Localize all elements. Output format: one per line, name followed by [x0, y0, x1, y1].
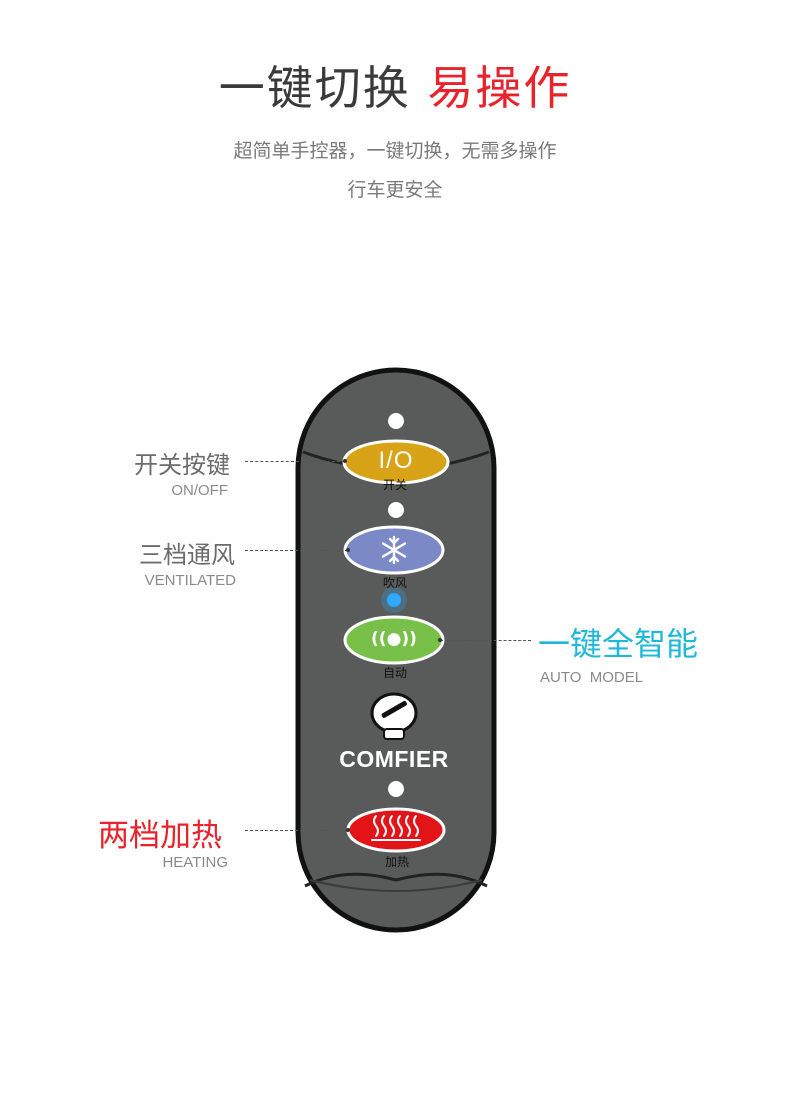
power-caption: 开关	[382, 478, 407, 492]
callout-fan-en: VENTILATED	[144, 572, 236, 589]
power-glyph: I/O	[378, 447, 414, 474]
callout-auto-dot	[438, 638, 442, 642]
callout-fan-dot	[346, 548, 350, 552]
callout-auto-leader	[440, 640, 531, 641]
callout-power-en: ON/OFF	[171, 482, 228, 499]
fan-caption: 吹风	[382, 576, 407, 590]
callout-heat-dot	[346, 828, 350, 832]
callout-heat-cn: 两档加热	[98, 818, 222, 854]
callout-fan-leader	[245, 550, 348, 551]
callout-auto-cn: 一键全智能	[538, 625, 699, 663]
heat-caption: 加热	[384, 855, 409, 869]
callout-power-leader	[245, 461, 345, 462]
auto-glyph: ((●))	[371, 629, 417, 649]
indicator-dot-power	[388, 502, 404, 518]
fan-button[interactable]	[343, 525, 445, 575]
brand-logo: COMFIER	[339, 746, 449, 772]
indicator-dot-heat	[388, 781, 404, 797]
title-main: 一键切换	[218, 61, 411, 115]
callout-fan-cn: 三档通风	[139, 541, 235, 569]
mascot-logo	[370, 692, 418, 740]
page-title: 一键切换 易操作	[0, 52, 790, 118]
subtitle-line-2: 行车更安全	[347, 179, 443, 201]
indicator-led-blue	[387, 593, 401, 607]
callout-auto-en: AUTO MODEL	[540, 669, 644, 686]
heat-waves-icon	[371, 815, 421, 841]
callout-heat-leader	[245, 830, 348, 831]
subtitle-line-1: 超简单手控器，一键切换，无需多操作	[233, 140, 557, 162]
callout-power-cn: 开关按键	[134, 451, 230, 479]
snowflake-icon	[381, 535, 407, 565]
auto-caption: 自动	[382, 666, 407, 680]
indicator-dot-top	[388, 413, 404, 429]
title-accent: 易操作	[427, 61, 572, 115]
callout-power-dot	[343, 459, 347, 463]
heat-button[interactable]	[346, 807, 446, 853]
callout-heat-en: HEATING	[162, 854, 228, 871]
